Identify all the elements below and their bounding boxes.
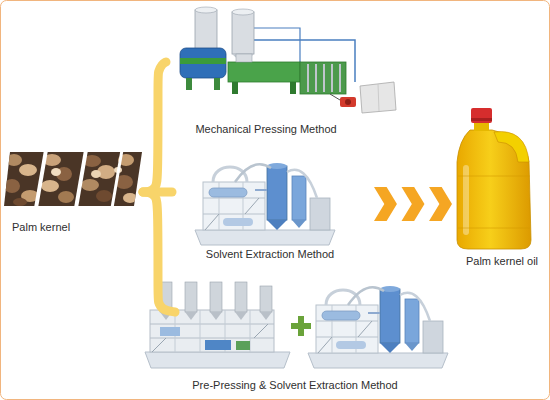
plus-sign (291, 316, 311, 336)
brace-connector (143, 188, 172, 197)
node-label: Palm kernel oil (456, 255, 548, 268)
solvent-extraction-plant (308, 286, 448, 368)
mechanical-press-machine (180, 7, 396, 113)
node-label: Mechanical Pressing Method (166, 123, 366, 136)
oil-bottle (457, 108, 531, 249)
product-node: Palm kernel oil (456, 104, 548, 270)
node-label: Palm kernel (3, 221, 143, 234)
node-label: Pre-Pressing & Solvent Extraction Method (175, 379, 415, 392)
palm-kernel-image (0, 150, 145, 210)
source-node: Palm kernel (3, 148, 143, 236)
pre-pressing-plant (145, 282, 290, 368)
solvent-extraction-plant (195, 163, 335, 245)
brace-connector (143, 192, 175, 312)
node-label: Solvent Extraction Method (172, 248, 368, 261)
chevron-arrow (374, 187, 452, 221)
method-node: Pre-Pressing & Solvent Extraction Method (175, 274, 415, 394)
method-node: Mechanical Pressing Method (166, 4, 366, 138)
method-node: Solvent Extraction Method (172, 145, 368, 263)
brace-connector (143, 62, 166, 192)
